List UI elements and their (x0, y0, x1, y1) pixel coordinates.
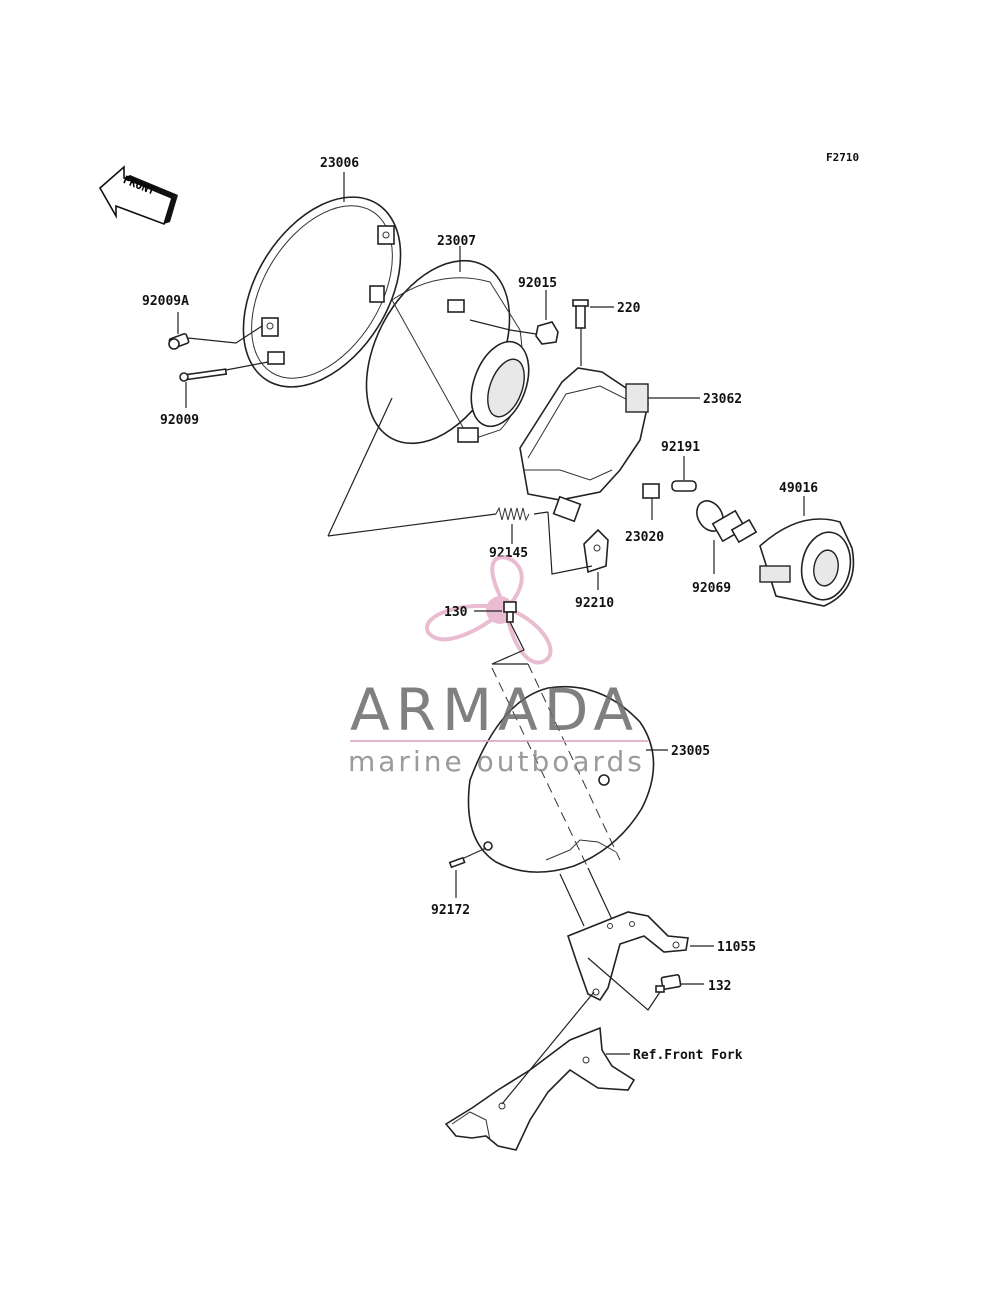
bulb-92069[interactable] (692, 496, 758, 544)
diagram-code: F2710 (826, 151, 859, 164)
screw-220[interactable] (572, 299, 589, 329)
label-220[interactable]: 220 (617, 301, 641, 316)
label-23006[interactable]: 23006 (320, 156, 359, 171)
label-92069[interactable]: 92069 (692, 581, 731, 596)
watermark-tagline: marine outboards (348, 745, 645, 778)
label-92009[interactable]: 92009 (160, 413, 199, 428)
spring-92145[interactable] (495, 506, 530, 522)
label-92191[interactable]: 92191 (661, 440, 700, 455)
label-49016[interactable]: 49016 (779, 481, 818, 496)
label-23005[interactable]: 23005 (671, 744, 710, 759)
stay-bracket-11055[interactable] (567, 911, 689, 1002)
watermark: ARMADA marine outboards (348, 676, 648, 778)
label-92009A[interactable]: 92009A (142, 294, 189, 309)
label-132[interactable]: 132 (708, 979, 731, 994)
label-23062[interactable]: 23062 (703, 392, 742, 407)
label-ref-front-fork[interactable]: Ref.Front Fork (633, 1048, 743, 1063)
front-fork-reference[interactable] (444, 1026, 636, 1151)
label-92015[interactable]: 92015 (518, 276, 557, 291)
watermark-brand: ARMADA (350, 676, 639, 744)
screw-92009A[interactable] (168, 332, 190, 350)
label-11055[interactable]: 11055 (717, 940, 756, 955)
bolt-132[interactable] (655, 974, 682, 993)
plate-92210[interactable] (583, 528, 609, 574)
boot-49016[interactable] (759, 518, 856, 607)
front-arrow-icon: FRONT (98, 165, 178, 226)
socket-23020[interactable] (642, 483, 660, 499)
label-92172[interactable]: 92172 (431, 903, 470, 918)
headlight-unit-23007[interactable] (337, 236, 539, 467)
leader-92009A (187, 325, 263, 344)
label-130[interactable]: 130 (444, 605, 468, 620)
label-23020[interactable]: 23020 (625, 530, 664, 545)
nut-92015[interactable] (535, 321, 559, 345)
label-92210[interactable]: 92210 (575, 596, 614, 611)
screw-92172[interactable] (448, 856, 466, 869)
headlight-rim-23006[interactable] (211, 169, 433, 415)
collar-92191[interactable] (671, 480, 697, 492)
headlight-housing-23005[interactable] (467, 685, 655, 873)
screw-92009[interactable] (179, 368, 228, 382)
bracket-23062[interactable] (519, 367, 649, 523)
label-23007[interactable]: 23007 (437, 234, 476, 249)
